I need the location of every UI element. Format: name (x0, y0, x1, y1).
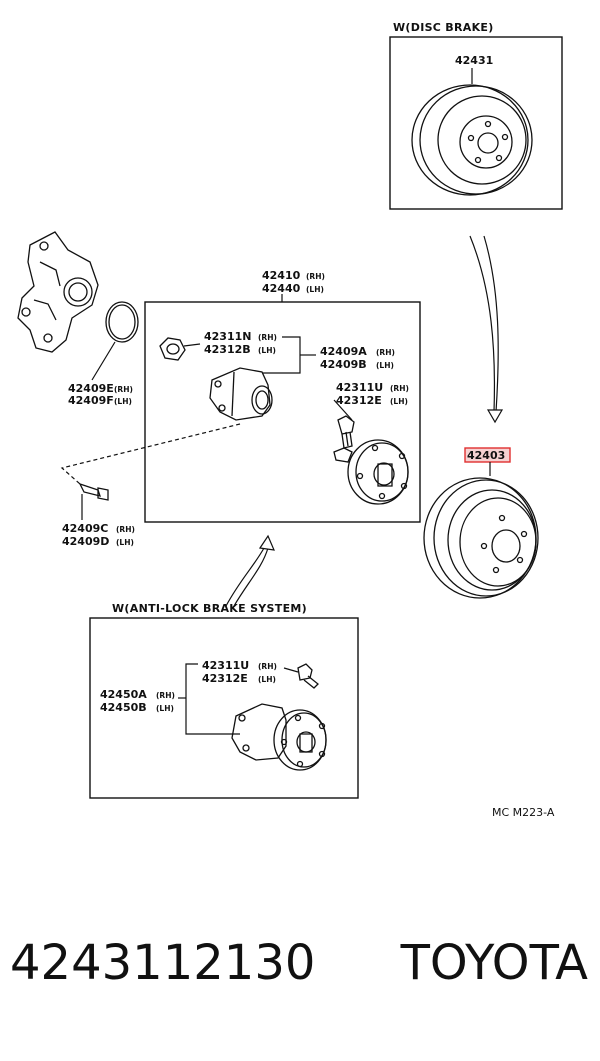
hub-nut[interactable] (159, 337, 186, 361)
part-label-42409c-42409d[interactable]: 42409C (RH) 42409D (LH) (62, 522, 135, 548)
svg-text:42311U: 42311U (202, 659, 249, 672)
hub-flange[interactable] (333, 439, 409, 505)
o-ring[interactable] (105, 301, 139, 343)
svg-text:(RH): (RH) (390, 384, 409, 393)
part-label-42410-42440[interactable]: 42410 (RH) 42440 (LH) (262, 269, 325, 295)
part-label-42403[interactable]: 42403 (467, 449, 505, 462)
svg-text:42450A: 42450A (100, 688, 147, 701)
bracket-abs (185, 663, 240, 735)
svg-text:42409A: 42409A (320, 345, 367, 358)
svg-text:42409D: 42409D (62, 535, 109, 548)
part-label-abs-42311u-42312e[interactable]: 42311U (RH) 42312E (LH) (202, 659, 277, 685)
leader-nut (183, 343, 201, 347)
svg-text:(LH): (LH) (376, 361, 394, 370)
abs-title: W(ANTI-LOCK BRAKE SYSTEM) (112, 602, 307, 615)
hub-bolt[interactable] (78, 482, 109, 501)
part-label-42409a-42409b[interactable]: 42409A (RH) 42409B (LH) (320, 345, 395, 371)
part-label-42409e-42409f[interactable]: 42409E (RH) 42409F (LH) (68, 382, 133, 407)
svg-text:42409E: 42409E (68, 382, 114, 395)
footer-brand: TOYOTA (400, 935, 588, 991)
svg-text:42410: 42410 (262, 269, 301, 282)
part-label-42311u-42312e[interactable]: 42311U (RH) 42312E (LH) (336, 381, 409, 407)
leader-dashed (60, 423, 241, 485)
footer: 4243112130 TOYOTA (0, 935, 600, 1025)
svg-text:(LH): (LH) (116, 538, 134, 547)
svg-text:(LH): (LH) (390, 397, 408, 406)
hub-assembly-box (144, 301, 421, 523)
parts-diagram: W(DISC BRAKE) 42431 42409E (R (17, 21, 563, 819)
svg-text:(RH): (RH) (376, 348, 395, 357)
svg-text:42312E: 42312E (336, 394, 382, 407)
svg-text:(RH): (RH) (156, 691, 175, 700)
abs-bolt[interactable] (297, 663, 319, 689)
steering-knuckle[interactable] (17, 231, 99, 353)
bracket-42409a (262, 336, 301, 374)
svg-text:(RH): (RH) (258, 662, 277, 671)
diagram-ref-code: MC M223-A (492, 806, 555, 819)
svg-text:(LH): (LH) (306, 285, 324, 294)
arrow-abs-to-assembly (225, 534, 275, 607)
svg-text:42409F: 42409F (68, 394, 114, 407)
svg-text:42409B: 42409B (320, 358, 367, 371)
abs-hub-assembly[interactable] (231, 703, 327, 771)
footer-part-number: 4243112130 (10, 935, 316, 991)
part-label-42403-highlight (464, 447, 511, 463)
svg-text:42311N: 42311N (204, 330, 251, 343)
svg-text:42450B: 42450B (100, 701, 147, 714)
svg-text:(LH): (LH) (114, 397, 132, 406)
svg-text:(LH): (LH) (156, 704, 174, 713)
brake-drum[interactable] (423, 477, 539, 599)
part-label-42450a-42450b[interactable]: 42450A (RH) 42450B (LH) (100, 688, 175, 714)
part-label-42431[interactable]: 42431 (455, 54, 493, 67)
svg-text:(LH): (LH) (258, 346, 276, 355)
svg-text:(RH): (RH) (114, 385, 133, 394)
svg-text:42312E: 42312E (202, 672, 248, 685)
abs-box (89, 617, 359, 799)
svg-text:42409C: 42409C (62, 522, 108, 535)
leader-o-ring (91, 341, 116, 381)
disc-brake-box (389, 36, 563, 210)
svg-text:(RH): (RH) (258, 333, 277, 342)
part-label-42311n-42312b[interactable]: 42311N (RH) 42312B (LH) (204, 330, 277, 356)
arrow-disc-to-drum (469, 235, 504, 424)
disc-brake-title: W(DISC BRAKE) (393, 21, 494, 34)
svg-text:42312B: 42312B (204, 343, 251, 356)
svg-text:(RH): (RH) (306, 272, 325, 281)
svg-text:(RH): (RH) (116, 525, 135, 534)
svg-text:42440: 42440 (262, 282, 301, 295)
bearing-housing[interactable] (209, 367, 273, 421)
svg-text:42311U: 42311U (336, 381, 383, 394)
bolt-42311u[interactable] (337, 415, 355, 449)
brake-disc-rotor[interactable] (411, 84, 533, 196)
svg-text:(LH): (LH) (258, 675, 276, 684)
